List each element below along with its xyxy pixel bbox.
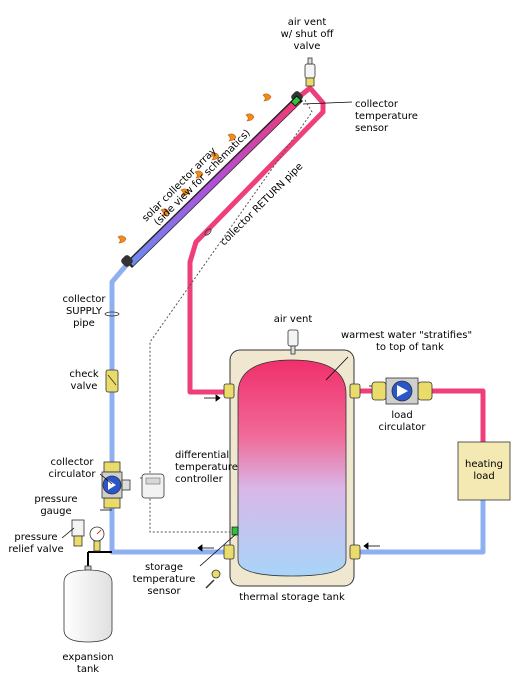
collector-circulator <box>101 461 131 509</box>
leader-lines <box>61 356 349 567</box>
load-circulator-label-2: circulator <box>378 422 426 433</box>
storage-sensor-label-2: temperature <box>133 574 196 585</box>
differential-temperature-controller <box>141 473 165 499</box>
return-pipe-marker <box>204 228 212 236</box>
sun-flame-icons <box>117 93 272 244</box>
load-circulator <box>371 377 433 405</box>
supply-pipe-label-2: SUPPLY <box>66 306 103 317</box>
expansion-tank-label-1: expansion <box>62 652 113 663</box>
thermal-storage-tank <box>223 349 361 587</box>
tank-air-vent-label: air vent <box>274 314 313 325</box>
warmest-label-2: to top of tank <box>376 342 444 353</box>
pressure-gauge <box>89 526 105 552</box>
collector-circulator-label-1: collector <box>51 457 95 468</box>
load-circulator-label-1: load <box>391 410 412 421</box>
check-valve-label-1: check <box>69 369 98 380</box>
collector-circulator-label-2: circulator <box>48 469 96 480</box>
storage-sensor-label-3: sensor <box>147 586 181 597</box>
collector-sensor-label-1: collector <box>355 99 399 110</box>
storage-sensor-label-1: storage <box>145 562 183 573</box>
pressure-relief-valve <box>71 519 85 547</box>
pressure-gauge-label-1: pressure <box>34 494 77 505</box>
controller-label-1: differential <box>175 450 229 461</box>
air-vent-top-label-1: air vent <box>288 17 327 28</box>
heating-load-box <box>457 441 511 501</box>
storage-temperature-sensor <box>231 526 239 536</box>
warmest-label-1: warmest water "stratifies" <box>341 330 472 341</box>
controller-label-3: controller <box>175 474 224 485</box>
collector-sensor-label-3: sensor <box>355 123 389 134</box>
heating-load-label-1: heating <box>465 459 503 470</box>
relief-valve-label-1: pressure <box>14 532 57 543</box>
pressure-gauge-label-2: gauge <box>40 506 71 517</box>
array-label-2: (side view for schematics) <box>152 128 253 229</box>
collector-return-pipe <box>187 85 326 395</box>
relief-valve-label-2: relief valve <box>8 544 63 555</box>
check-valve-label-2: valve <box>71 381 98 392</box>
collector-sensor-label-2: temperature <box>355 111 418 122</box>
supply-to-expansion-pipe <box>87 551 112 566</box>
collector-temperature-sensor <box>290 95 302 107</box>
storage-tank-label: thermal storage tank <box>239 592 345 603</box>
solar-collector-array <box>121 91 303 268</box>
check-valve <box>105 369 119 393</box>
expansion-tank-label-2: tank <box>77 664 99 675</box>
supply-pipe-label-3: pipe <box>73 318 95 329</box>
collector-sensor-wire <box>149 99 313 533</box>
expansion-tank <box>63 565 113 643</box>
air-vent-top-label-2: w/ shut off <box>281 29 335 40</box>
tank-air-vent <box>287 329 299 355</box>
heating-load-label-2: load <box>473 471 494 482</box>
collector-supply-pipe <box>109 260 232 555</box>
supply-pipe-marker <box>104 311 120 317</box>
controller-label-2: temperature <box>175 462 238 473</box>
tank-drain-valve <box>205 569 221 589</box>
supply-pipe-label-1: collector <box>63 294 107 305</box>
air-vent-shutoff-valve <box>304 57 316 87</box>
load-return-pipe <box>354 500 486 555</box>
air-vent-top-label-3: valve <box>294 41 321 52</box>
